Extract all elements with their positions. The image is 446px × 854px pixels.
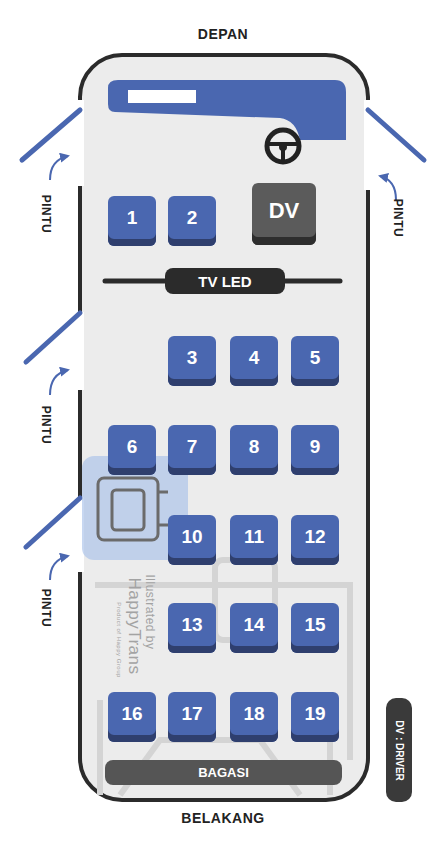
watermark-illustration <box>95 560 350 795</box>
door-leaf <box>26 313 80 362</box>
seat-label: 13 <box>181 614 202 636</box>
door-leaf <box>22 110 80 160</box>
watermark-icon <box>98 478 168 540</box>
seat-label: 18 <box>243 703 264 725</box>
direction-label: BELAKANG <box>181 810 264 826</box>
seat-label: 7 <box>187 436 198 458</box>
seat-label: DV <box>269 198 300 224</box>
seat-box: 16 <box>108 692 156 742</box>
seat-box: 19 <box>291 692 339 742</box>
seat-box: 18 <box>230 692 278 742</box>
seat-box: 8 <box>230 425 278 475</box>
seat-label: 14 <box>243 614 264 636</box>
seat-label: 8 <box>249 436 260 458</box>
door-arrow <box>50 556 68 580</box>
watermark-text: Product of Happy Group <box>116 602 122 678</box>
seat-label: 9 <box>310 436 321 458</box>
seat-label: 2 <box>187 207 198 229</box>
seat-label: 19 <box>304 703 325 725</box>
display-panel <box>128 90 196 103</box>
seat-label: 12 <box>304 526 325 548</box>
door-gap <box>76 312 84 390</box>
door-label: PINTU <box>391 199 405 238</box>
seat-box: 13 <box>168 603 216 653</box>
seat-box: 4 <box>230 336 278 386</box>
door-arrow <box>50 370 68 395</box>
bus-body <box>80 55 368 800</box>
door-arrow <box>380 176 396 200</box>
seat-box: 1 <box>108 196 156 246</box>
seat-label: 15 <box>304 614 325 636</box>
door-leaf <box>26 498 80 547</box>
seat-box: 15 <box>291 603 339 653</box>
seat-box: 14 <box>230 603 278 653</box>
steering-wheel <box>267 130 299 162</box>
windshield <box>108 80 346 140</box>
seat-box: 11 <box>230 515 278 565</box>
seat-label: BAGASI <box>198 765 249 780</box>
seat-label: DV : DRIVER <box>394 720 405 781</box>
seat-box: 10 <box>168 515 216 565</box>
door-arrow <box>50 156 68 180</box>
seat-label: 5 <box>310 347 321 369</box>
seat-label: 16 <box>121 703 142 725</box>
seat-label: 10 <box>181 526 202 548</box>
seat-box: 17 <box>168 692 216 742</box>
door-label: PINTU <box>39 406 53 445</box>
tv-led-label: TV LED <box>165 268 285 294</box>
door-leaf <box>368 110 424 160</box>
seat-label: TV LED <box>198 273 251 290</box>
seat-box: 6 <box>108 425 156 475</box>
watermark-text: HappyTrans <box>124 578 144 675</box>
seat-box: 9 <box>291 425 339 475</box>
legend-pill: DV : DRIVER <box>386 698 412 802</box>
seat-box: 5 <box>291 336 339 386</box>
seat-box: 7 <box>168 425 216 475</box>
driver-seat: DV <box>252 183 316 245</box>
direction-label: DEPAN <box>198 26 248 42</box>
seat-label: 6 <box>127 436 138 458</box>
seat-label: 4 <box>249 347 260 369</box>
seat-label: 1 <box>127 207 138 229</box>
luggage-bar: BAGASI <box>105 760 342 785</box>
seat-label: 3 <box>187 347 198 369</box>
seat-box: 3 <box>168 336 216 386</box>
seat-label: 17 <box>181 703 202 725</box>
seat-box: 2 <box>168 196 216 246</box>
door-label: PINTU <box>39 195 53 234</box>
watermark-text: Illustrated by <box>143 574 157 649</box>
door-label: PINTU <box>39 589 53 628</box>
seat-box: 12 <box>291 515 339 565</box>
seat-label: 11 <box>244 526 264 548</box>
